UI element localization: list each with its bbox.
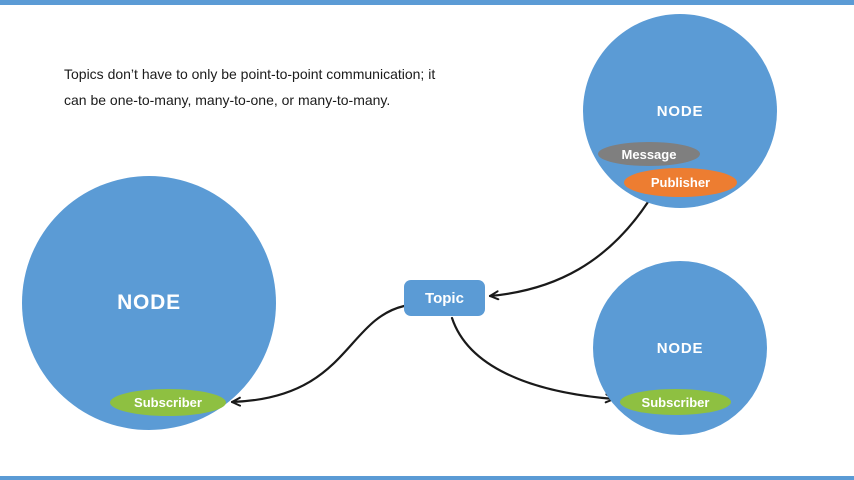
right-subscriber-label: Subscriber (641, 394, 710, 410)
caption-line-2: can be one-to-many, many-to-one, or many… (64, 92, 391, 108)
publisher-label: Publisher (650, 175, 711, 190)
message-pill: Message (598, 142, 700, 166)
top-right-node-label: NODE (656, 102, 704, 120)
bottom-right-node-label: NODE (656, 339, 704, 357)
topic-box: Topic (404, 280, 485, 316)
caption-text: Topics don’t have to only be point-to-po… (64, 61, 435, 113)
bottom-accent-bar (0, 476, 854, 480)
left-node-label: NODE (117, 291, 181, 314)
message-label: Message (621, 146, 677, 162)
left-subscriber-pill: Subscriber (110, 389, 226, 416)
topic-label: Topic (425, 289, 464, 307)
publisher-pill: Publisher (624, 168, 737, 197)
right-subscriber-pill: Subscriber (620, 389, 731, 415)
left-subscriber-label: Subscriber (134, 395, 202, 410)
left-node-circle: NODE (22, 176, 276, 430)
top-accent-bar (0, 0, 854, 5)
caption-line-1: Topics don’t have to only be point-to-po… (64, 66, 436, 82)
topic-to-right-subscriber-arrow (450, 316, 616, 404)
